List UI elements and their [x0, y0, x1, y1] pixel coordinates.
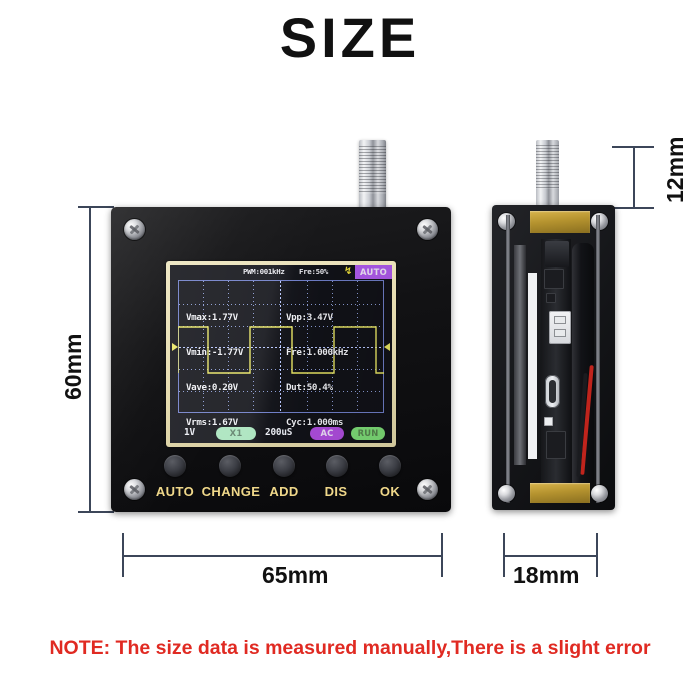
gridline-h — [179, 304, 383, 305]
button-label-dis: DIS — [324, 484, 348, 499]
oscilloscope-screen[interactable]: PWM:001kHz Fre:50% ↯ AUTO — [170, 265, 392, 443]
pwm-readout: PWM:001kHz — [243, 267, 285, 276]
side-bnc-connector — [536, 140, 559, 206]
push-button-change[interactable] — [219, 455, 241, 477]
waveform-trace — [178, 280, 384, 413]
side-bnc-ridges — [536, 145, 559, 189]
dim-tick-top — [78, 206, 114, 208]
dim-tick-bottom-thickness — [612, 207, 654, 209]
status-badge-auto[interactable]: AUTO — [355, 265, 392, 279]
gridline-v — [253, 281, 254, 412]
shield-can-component — [545, 241, 569, 267]
dim-line-vertical — [89, 206, 91, 512]
measurement-vmin: Vmin:-1.77V — [186, 346, 243, 358]
screw-icon-top-right — [417, 219, 438, 240]
dim-tick-right-side — [596, 533, 598, 577]
trigger-icon: ↯ — [344, 266, 353, 277]
gridline-h — [179, 369, 383, 370]
gridline-v — [228, 281, 229, 412]
screen-bottom-status-bar: 1V X1 200uS AC RUN — [170, 424, 392, 442]
brass-standoff-top — [530, 211, 590, 233]
button-label-change: CHANGE — [201, 484, 261, 499]
page-title: SIZE — [279, 6, 421, 69]
dim-label-height: 60mm — [60, 333, 86, 400]
dim-line-vertical-thickness — [633, 146, 635, 208]
side-rail-right — [596, 215, 600, 503]
bnc-connector — [359, 140, 386, 210]
measurements-left-column: Vmax:1.77V Vmin:-1.77V Vave:0.20V Vrms:1… — [186, 289, 243, 443]
screw-icon-bottom-left — [124, 479, 145, 500]
push-button-auto[interactable] — [164, 455, 186, 477]
measurement-frequency: Fre:1.000kHz — [286, 346, 349, 358]
measurement-vave: Vave:0.20V — [186, 381, 238, 393]
measurement-vmax: Vmax:1.77V — [186, 312, 238, 324]
button-label-ok: OK — [379, 484, 401, 499]
trigger-level-marker-left[interactable] — [172, 343, 178, 351]
time-per-div-readout[interactable]: 200uS — [265, 427, 293, 438]
screw-icon-top-left — [124, 219, 145, 240]
push-button-ok[interactable] — [379, 455, 401, 477]
dim-tick-bottom — [78, 511, 114, 513]
gridline-center-v — [280, 281, 281, 412]
measurements-right-column: Vpp:3.47V Fre:1.000kHz Dut:50.4% Cyc:1.0… — [286, 289, 349, 443]
dim-label-side-width: 18mm — [513, 562, 580, 588]
coupling-badge[interactable]: AC — [310, 426, 344, 440]
dim-label-thickness: 12mm — [662, 136, 688, 203]
usb-c-port[interactable] — [545, 375, 560, 408]
screw-icon-bottom-right — [417, 479, 438, 500]
screw-icon-side-bottom-right — [591, 485, 608, 502]
lcd-back-panel — [514, 245, 526, 465]
dim-tick-top-thickness — [612, 146, 654, 148]
gridline-v — [307, 281, 308, 412]
ic-chip-lower — [546, 431, 566, 459]
measurement-duty: Dut:50.4% — [286, 381, 333, 393]
gridline-v — [357, 281, 358, 412]
white-connector — [549, 311, 571, 344]
screen-top-status-bar: PWM:001kHz Fre:50% — [170, 265, 392, 279]
brass-standoff-bottom — [530, 483, 590, 503]
screw-icon-side-bottom-left — [498, 485, 515, 502]
smd-led — [544, 417, 553, 426]
device-front-view: PWM:001kHz Fre:50% ↯ AUTO — [111, 207, 451, 512]
probe-attenuation-badge[interactable]: X1 — [216, 426, 256, 440]
dim-tick-left-side — [503, 533, 505, 577]
battery-pack — [572, 243, 594, 489]
volts-per-div-readout[interactable]: 1V — [184, 427, 195, 438]
ic-chip — [544, 269, 564, 289]
measurement-vpp: Vpp:3.47V — [286, 312, 333, 324]
button-label-auto: AUTO — [155, 484, 195, 499]
device-side-view — [492, 205, 615, 510]
run-state-badge[interactable]: RUN — [351, 426, 385, 440]
dim-label-front-width: 65mm — [262, 562, 329, 588]
trigger-level-marker-right[interactable] — [384, 343, 390, 351]
dim-line-horizontal-side — [503, 555, 597, 557]
measurement-cycle: Cyc:1.000ms — [286, 416, 343, 428]
dim-line-horizontal — [122, 555, 442, 557]
push-button-dis[interactable] — [326, 455, 348, 477]
gridline-h — [179, 391, 383, 392]
push-button-add[interactable] — [273, 455, 295, 477]
dim-tick-left — [122, 533, 124, 577]
lcd-bezel: PWM:001kHz Fre:50% ↯ AUTO — [166, 261, 396, 447]
footer-note: NOTE: The size data is measured manually… — [49, 637, 651, 659]
smd-component — [546, 293, 556, 303]
pwm-duty-readout: Fre:50% — [299, 267, 329, 276]
side-rail-left — [506, 215, 510, 503]
dim-tick-right — [441, 533, 443, 577]
gridline-v — [332, 281, 333, 412]
measurement-vrms: Vrms:1.67V — [186, 416, 238, 428]
button-label-add: ADD — [269, 484, 299, 499]
bnc-ridges — [359, 146, 386, 194]
gridline-v — [203, 281, 204, 412]
lcd-flex-spacer — [528, 273, 537, 459]
gridline-center-h — [179, 347, 383, 348]
